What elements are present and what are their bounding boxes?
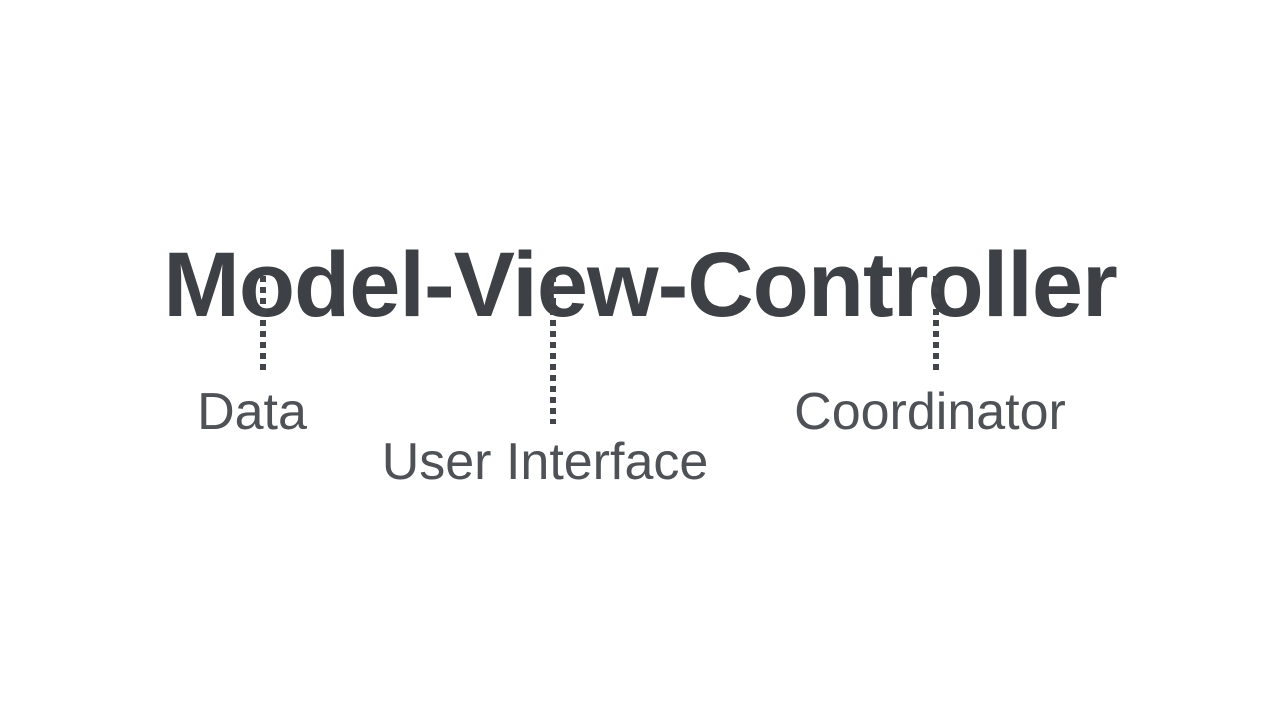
label-view-meaning: User Interface (381, 433, 709, 491)
connector-model-dotted-line (260, 276, 266, 370)
connector-controller-dotted-line (933, 276, 939, 370)
connector-view-dotted-line (550, 276, 556, 424)
page-title: Model-View-Controller (163, 233, 1118, 336)
label-controller-meaning: Coordinator (794, 383, 1066, 441)
label-model-meaning: Data (197, 383, 307, 441)
